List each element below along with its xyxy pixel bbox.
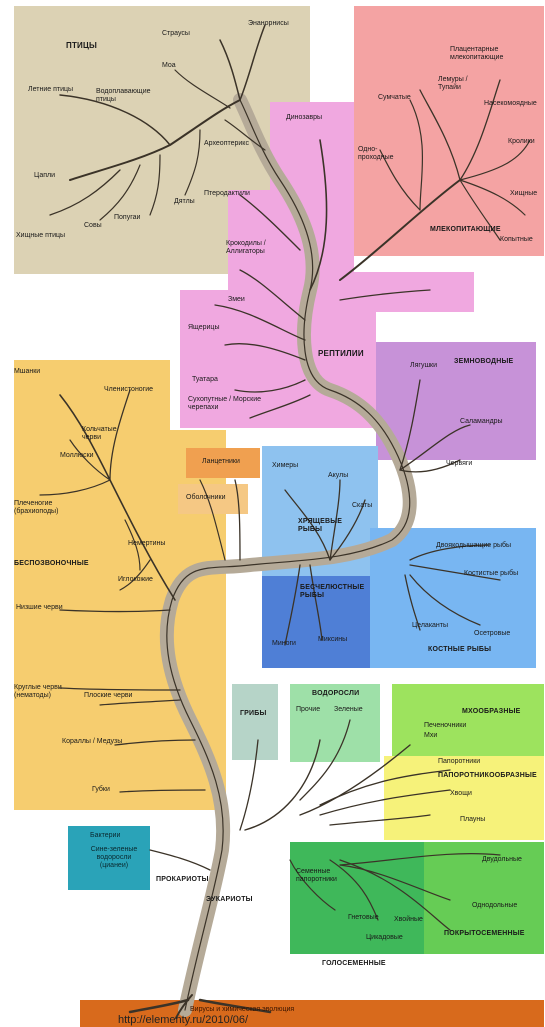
label-conifers: Хвойные	[394, 916, 423, 924]
label-algae-other: Прочие	[296, 706, 320, 714]
label-tunicates: Оболочники	[186, 494, 226, 502]
label-eukaryotes-group: ЭУКАРИОТЫ	[206, 896, 253, 904]
label-waterfowl: Водоплавающие птицы	[96, 88, 156, 104]
label-corals: Кораллы / Медузы	[62, 738, 122, 746]
label-annelids: Кольчатые черви	[82, 426, 132, 442]
label-gnetophytes: Гнетовые	[348, 914, 379, 922]
label-mammals-group: МЛЕКОПИТАЮЩИЕ	[430, 226, 501, 234]
label-enantiornithes: Энанорнисы	[248, 20, 289, 28]
label-birds-group: ПТИЦЫ	[66, 42, 97, 50]
label-echinoderms: Иглокожие	[118, 576, 153, 584]
label-snakes: Змеи	[228, 296, 245, 304]
label-hagfish: Миксины	[318, 636, 347, 644]
label-angiosperms-group: ПОКРЫТОСЕМЕННЫЕ	[444, 930, 525, 938]
label-seed-ferns: Семенные папоротники	[296, 868, 346, 884]
label-mollusks: Моллюски	[60, 452, 94, 460]
label-algae-green: Зеленые	[334, 706, 363, 714]
label-sturgeons: Осетровые	[474, 630, 510, 638]
label-rabbits: Кролики	[508, 138, 535, 146]
label-placental: Плацентарные млекопитающие	[450, 46, 530, 62]
label-dinosaurs: Динозавры	[286, 114, 322, 122]
label-caecilians: Червяги	[446, 460, 472, 468]
label-turtles: Сухопутные / Морские черепахи	[188, 396, 268, 412]
label-insectivores: Насекомоядные	[484, 100, 537, 108]
label-cycads: Цикадовые	[366, 934, 403, 942]
label-sponges: Губки	[92, 786, 110, 794]
label-herons: Цапли	[34, 172, 55, 180]
label-bony-fish: Костистые рыбы	[464, 570, 518, 578]
label-ferns-group: ПАПОРОТНИКООБРАЗНЫЕ	[438, 772, 537, 780]
label-woodpeckers: Дятлы	[174, 198, 195, 206]
label-frogs: Лягушки	[410, 362, 437, 370]
label-marsupials: Сумчатые	[378, 94, 411, 102]
label-moa: Моа	[162, 62, 176, 70]
label-roundworms: Круглые черви (нематоды)	[14, 684, 80, 700]
label-rays: Скаты	[352, 502, 372, 510]
label-dicots: Двудольные	[482, 856, 522, 864]
label-cartilaginous-group: ХРЯЩЕВЫЕ РЫБЫ	[298, 518, 358, 534]
label-nemerteans: Немертины	[128, 540, 165, 548]
label-owls: Совы	[84, 222, 102, 230]
label-archaeopteryx: Археоптерикс	[204, 140, 249, 148]
label-tuatara: Туатара	[192, 376, 218, 384]
label-gymnosperms-group: ГОЛОСЕМЕННЫЕ	[322, 960, 386, 968]
label-invertebrates-group: БЕСПОЗВОНОЧНЫЕ	[14, 560, 89, 568]
label-amphibians-group: ЗЕМНОВОДНЫЕ	[454, 358, 513, 366]
label-mosses: Мхи	[424, 732, 437, 740]
label-viruses-chemical-evolution: Вирусы и химическая эволюция	[190, 1006, 294, 1014]
label-arthropods: Членистоногие	[104, 386, 153, 394]
label-sharks: Акулы	[328, 472, 348, 480]
label-carnivores: Хищные	[510, 190, 537, 198]
label-monotremes: Одно-проходные	[358, 146, 398, 162]
label-ostriches: Страусы	[162, 30, 190, 38]
label-jawless-group: БЕСЧЕЛЮСТНЫЕ РЫБЫ	[300, 584, 364, 600]
label-horsetails: Хвощи	[450, 790, 472, 798]
label-parrots: Попугаи	[114, 214, 140, 222]
label-bryophytes-group: МХООБРАЗНЫЕ	[462, 708, 521, 716]
label-monocots: Однодольные	[472, 902, 517, 910]
label-reptiles-group: РЕПТИЛИИ	[318, 350, 364, 358]
label-clubmosses: Плауны	[460, 816, 485, 824]
label-pterodactyls: Птеродактили	[204, 190, 250, 198]
label-bony-fish-group: КОСТНЫЕ РЫБЫ	[428, 646, 491, 654]
label-raptors: Хищные птицы	[16, 232, 65, 240]
label-lizards: Ящерицы	[188, 324, 219, 332]
label-ungulates: Копытные	[500, 236, 533, 244]
label-liverworts: Печеночники	[424, 722, 466, 730]
label-bacteria: Бактерии	[90, 832, 120, 840]
label-coelacanths: Целаканты	[412, 622, 448, 630]
label-algae-group: ВОДОРОСЛИ	[312, 690, 359, 698]
label-salamanders: Саламандры	[460, 418, 503, 426]
label-prokaryotes-group: ПРОКАРИОТЫ	[156, 876, 209, 884]
label-fungi-group: ГРИБЫ	[240, 710, 267, 718]
label-brachiopods: Плеченогие (брахиоподы)	[14, 500, 72, 516]
label-lower-worms: Низшие черви	[16, 604, 63, 612]
label-bryozoans: Мшанки	[14, 368, 40, 376]
label-flightless-birds: Летние птицы	[28, 86, 73, 94]
label-cyanobacteria: Сине-зеленые водоросли (цианеи)	[86, 846, 142, 870]
label-chimaeras: Химеры	[272, 462, 298, 470]
source-url-caption: http://elementy.ru/2010/06/	[118, 1014, 248, 1026]
label-lemurs: Лемуры / Тупайи	[438, 76, 482, 92]
label-lancelets: Ланцетники	[202, 458, 240, 466]
label-lampreys: Миноги	[272, 640, 296, 648]
label-crocodiles: Крокодилы / Аллигаторы	[226, 240, 282, 256]
label-lungfish: Двоякодышащие рыбы	[436, 542, 516, 550]
label-flatworms: Плоские черви	[84, 692, 132, 700]
label-ferns: Папоротники	[438, 758, 480, 766]
